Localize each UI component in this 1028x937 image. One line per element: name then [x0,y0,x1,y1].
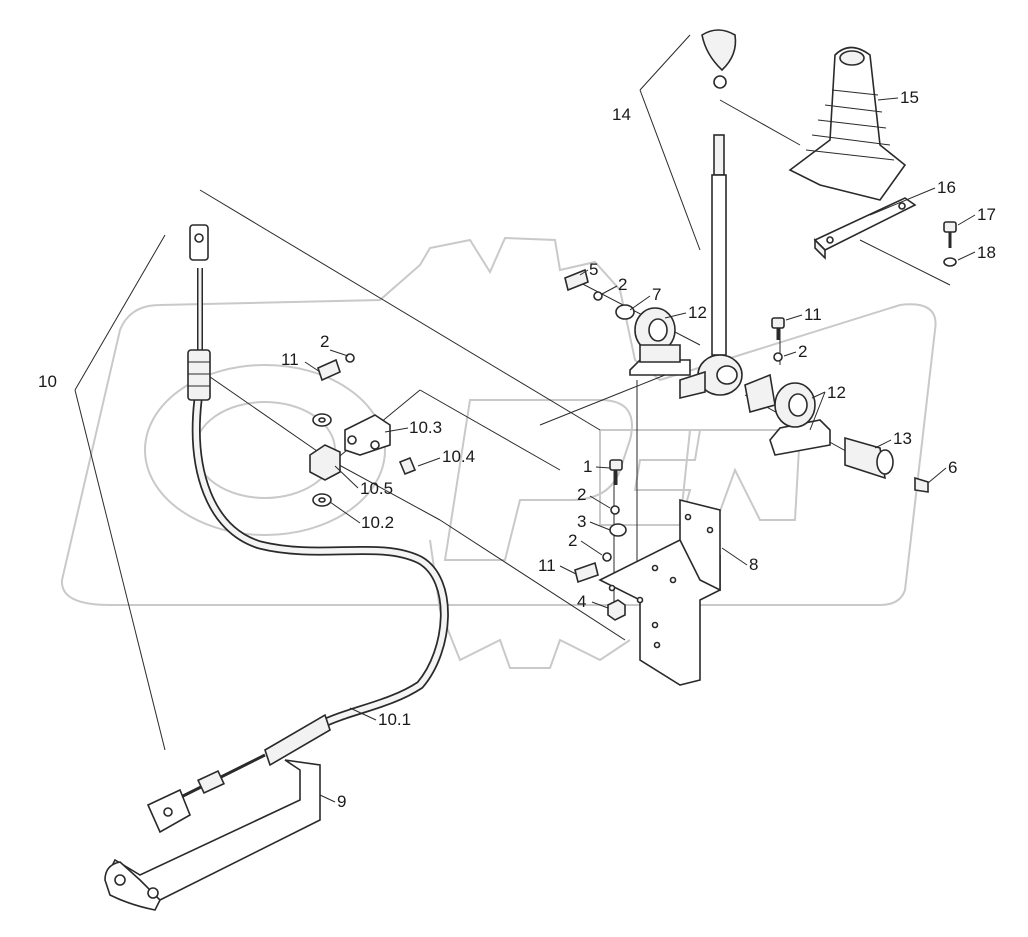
label-9: 9 [337,792,346,811]
label-14: 14 [612,105,631,124]
label-6: 6 [948,458,957,477]
label-10: 10 [38,372,57,391]
label-8: 8 [749,555,758,574]
label-12-right: 12 [827,383,846,402]
label-10-3: 10.3 [409,418,442,437]
label-10-1: 10.1 [378,710,411,729]
label-2-clamp: 2 [320,332,329,351]
pivot-left [564,268,691,376]
label-12-left: 12 [688,303,707,322]
label-13: 13 [893,429,912,448]
callout-labels: 10 11 2 10.3 10.4 10.5 10.2 10.1 9 14 15… [38,88,996,811]
label-11-low: 11 [538,556,556,575]
label-11-right: 11 [804,305,822,324]
label-15: 15 [900,88,919,107]
control-cable [146,224,449,834]
label-2-mid: 2 [577,485,586,504]
label-2-low: 2 [568,531,577,550]
label-4: 4 [577,592,586,611]
label-3: 3 [577,512,586,531]
mounting-bracket [574,459,721,686]
label-16: 16 [937,178,956,197]
pivot-right [744,317,929,493]
label-1: 1 [583,457,592,476]
pedal-bracket [104,759,321,911]
label-10-5: 10.5 [360,479,393,498]
small-bolt-washer [943,221,957,267]
cable-clamp [309,353,417,507]
label-2-right: 2 [798,342,807,361]
label-18: 18 [977,243,996,262]
label-10-2: 10.2 [361,513,394,532]
label-17: 17 [977,205,996,224]
shift-lever [679,29,743,400]
callout-leaders [304,97,976,803]
label-2-top: 2 [618,275,627,294]
label-5: 5 [589,260,598,279]
label-7: 7 [652,285,661,304]
lever-boot [788,46,907,201]
label-10-4: 10.4 [442,447,475,466]
label-11-left: 11 [281,350,299,369]
cover-plate [813,197,917,260]
